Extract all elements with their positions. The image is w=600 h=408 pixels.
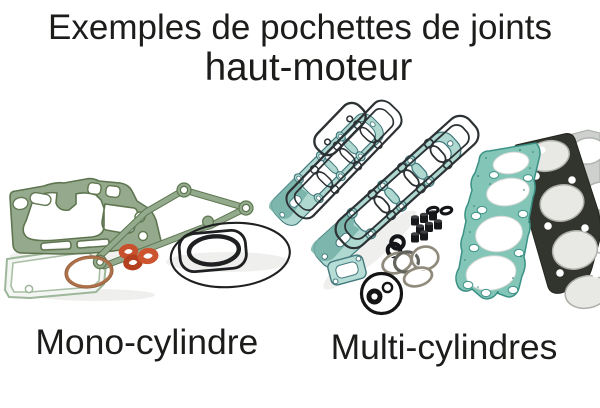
- svg-text:Multi-cylindres: Multi-cylindres: [331, 327, 558, 367]
- svg-text:Mono-cylindre: Mono-cylindre: [35, 322, 258, 362]
- svg-text:haut-moteur: haut-moteur: [205, 46, 413, 89]
- svg-text:Exemples de pochettes de joint: Exemples de pochettes de joints: [48, 8, 552, 47]
